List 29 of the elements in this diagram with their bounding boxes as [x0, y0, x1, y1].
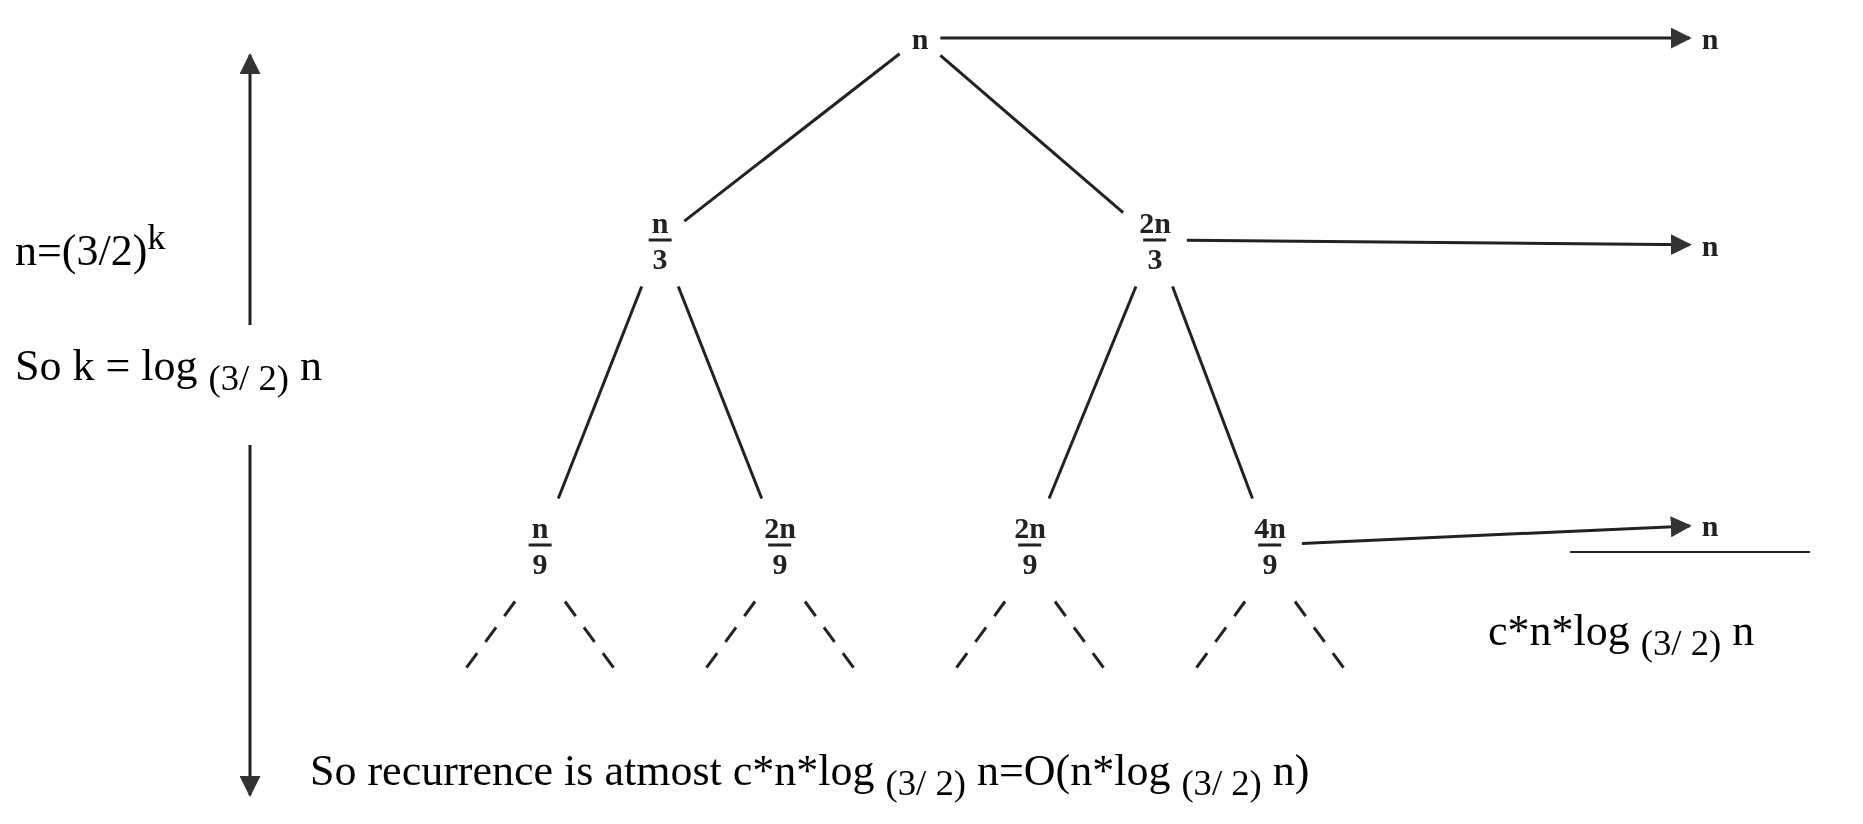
- tree-branch: [676, 285, 764, 500]
- numerator-text: 4n: [1253, 510, 1287, 544]
- denominator-text: 3: [1143, 238, 1167, 275]
- numerator-text: 2n: [1138, 205, 1172, 239]
- denominator-text: 9: [1258, 543, 1282, 580]
- equation-text: So k = log $_{(3/ 2)}$ n: [15, 340, 322, 399]
- conclusion-text: So recurrence is atmost c*n*log $_{(3/ 2)}$ n=O(n*log $_{(3/ 2)}$ n): [310, 745, 1310, 804]
- term-text: n: [911, 21, 929, 55]
- denominator-text: 9: [1018, 543, 1042, 580]
- tree-branch: [1171, 285, 1254, 500]
- arrow: [1186, 234, 1692, 256]
- tree-branch: [683, 52, 901, 223]
- term-text: n: [1701, 508, 1719, 542]
- sum-text: c*n*log $_{(3/ 2)}$ n: [1488, 605, 1755, 664]
- numerator-text: 2n: [763, 510, 797, 544]
- equation-text: n=(3/2)$^{k}$: [15, 215, 166, 276]
- term-text: n: [1701, 228, 1719, 262]
- term-text: n: [1701, 21, 1719, 55]
- denominator-text: 9: [528, 543, 552, 580]
- tree-branch: [939, 54, 1125, 214]
- tree-branch: [1047, 285, 1138, 500]
- numerator-text: n: [530, 510, 550, 544]
- numerator-text: 2n: [1013, 510, 1047, 544]
- denominator-text: 9: [768, 543, 792, 580]
- arrow: [1301, 516, 1692, 546]
- numerator-text: n: [650, 205, 670, 239]
- arrow: [940, 27, 1692, 49]
- tree-branch: [556, 285, 644, 500]
- denominator-text: 3: [648, 238, 672, 275]
